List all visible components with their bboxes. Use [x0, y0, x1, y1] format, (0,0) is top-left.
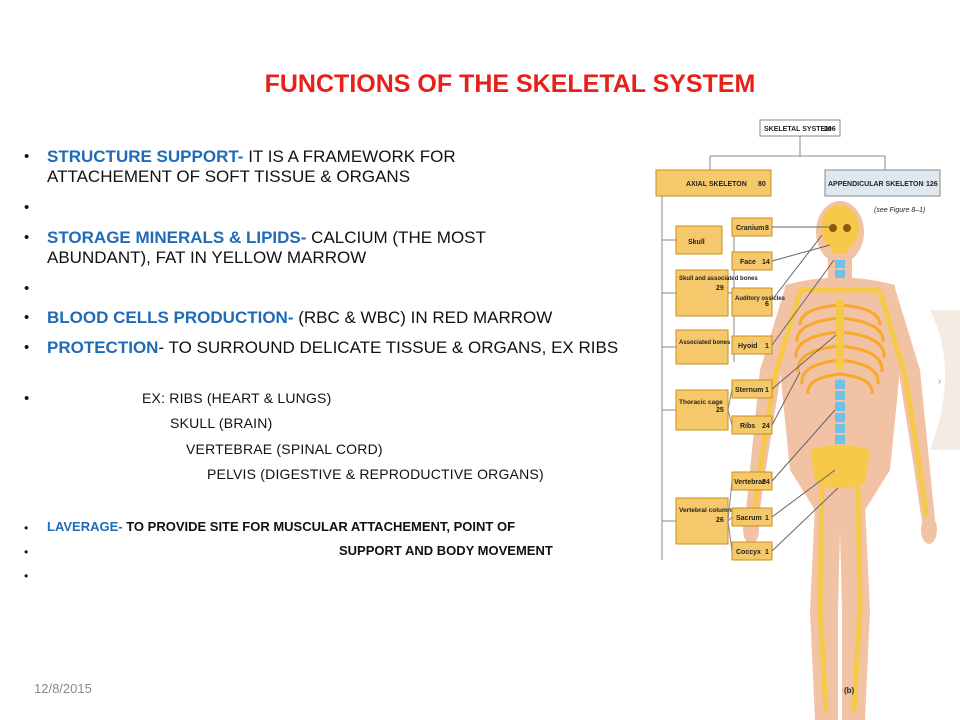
part-label: Sacrum — [736, 515, 762, 522]
group-label: Associated bones — [679, 340, 731, 346]
bullet-text: CALCIUM (THE MOST ABUNDANT), FAT IN YELL… — [47, 228, 486, 267]
see-figure-note: (see Figure 8–1) — [874, 207, 925, 214]
part-face: Face 14 — [731, 244, 831, 271]
part-label: Coccyx — [736, 549, 761, 556]
part-label: Ribs — [740, 423, 755, 430]
part-label: Face — [740, 259, 756, 266]
part-auditory-ossicles: Auditory ossicles 6 — [731, 234, 823, 317]
group-box — [675, 497, 729, 545]
example-skull: SKULL (BRAIN) — [170, 415, 273, 431]
part-count: 1 — [765, 549, 769, 556]
group-count: 25 — [716, 407, 724, 414]
part-cranium: Cranium 8 — [731, 217, 832, 237]
bullet-protection: PROTECTION- TO SURROUND DELICATE TISSUE … — [47, 338, 637, 358]
bullet-dot: • — [24, 148, 30, 165]
example-ribs: EX: RIBS (HEART & LUNGS) — [142, 390, 332, 406]
skeletal-system-diagram: › — [655, 119, 960, 720]
bullet-dot: • — [24, 545, 29, 559]
part-sternum: Sternum 1 — [731, 334, 837, 399]
bullet-label: STRUCTURE SUPPORT- — [47, 147, 244, 166]
bullet-structure-support: STRUCTURE SUPPORT- IT IS A FRAMEWORK FOR… — [47, 147, 547, 187]
axial-label: AXIAL SKELETON — [686, 181, 747, 188]
part-count: 1 — [765, 515, 769, 522]
part-coccyx: Coccyx 1 — [731, 487, 839, 561]
bullet-blood-cells: BLOOD CELLS PRODUCTION- (RBC & WBC) IN R… — [47, 308, 647, 328]
part-label: Sternum — [735, 387, 763, 394]
appendicular-label: APPENDICULAR SKELETON — [828, 181, 924, 188]
side-decoration — [930, 310, 960, 450]
bullet-label: STORAGE MINERALS & LIPIDS- — [47, 228, 307, 247]
part-count: 1 — [765, 343, 769, 350]
example-pelvis: PELVIS (DIGESTIVE & REPRODUCTIVE ORGANS) — [207, 466, 544, 482]
bullet-text: (RBC & WBC) IN RED MARROW — [293, 308, 553, 327]
group-label: Skull and associated bones — [679, 276, 758, 282]
bullet-dot-empty: • — [24, 199, 30, 216]
group-label: Vertebral column — [679, 507, 732, 514]
bullet-storage-minerals: STORAGE MINERALS & LIPIDS- CALCIUM (THE … — [47, 228, 587, 268]
bullet-text: IT IS A FRAMEWORK FOR ATTACHEMENT OF SOF… — [47, 147, 456, 186]
part-label: Hyoid — [738, 343, 757, 350]
part-label: Cranium — [736, 225, 764, 232]
part-count: 8 — [765, 225, 769, 232]
group-label: Skull — [688, 239, 705, 246]
part-count: 24 — [762, 479, 770, 486]
bullet-dot: • — [24, 229, 30, 246]
appendicular-count: 126 — [926, 181, 938, 188]
part-count: 1 — [765, 387, 769, 394]
bullet-label: LAVERAGE- — [47, 519, 123, 534]
side-arrow-icon: › — [938, 376, 941, 387]
bullet-leverage: LAVERAGE- TO PROVIDE SITE FOR MUSCULAR A… — [47, 519, 515, 534]
bullet-label: BLOOD CELLS PRODUCTION- — [47, 308, 294, 327]
part-count: 14 — [762, 259, 770, 266]
part-label: Vertebrae — [734, 479, 766, 486]
figure-label: (b) — [844, 686, 855, 695]
bullet-dot: • — [24, 390, 30, 407]
group-count: 29 — [716, 285, 724, 292]
root-label: SKELETAL SYSTEM — [764, 126, 831, 133]
bullet-dot: • — [24, 521, 29, 535]
part-label: Auditory ossicles — [735, 296, 786, 302]
part-count: 6 — [765, 301, 769, 308]
bullet-text: TO PROVIDE SITE FOR MUSCULAR ATTACHEMENT… — [122, 519, 516, 534]
appendicular-box — [824, 169, 941, 197]
bullet-dot: • — [24, 309, 30, 326]
part-hyoid: Hyoid 1 — [731, 259, 835, 355]
bullet-dot-empty: • — [24, 280, 30, 297]
bullet-leverage-cont: SUPPORT AND BODY MOVEMENT — [339, 543, 553, 558]
bullet-text: - TO SURROUND DELICATE TISSUE & ORGANS, … — [158, 338, 619, 357]
slide-title: FUNCTIONS OF THE SKELETAL SYSTEM — [264, 70, 756, 98]
root-count: 206 — [824, 126, 836, 133]
axial-count: 80 — [758, 181, 766, 188]
bullet-label: PROTECTION — [47, 338, 159, 357]
group-box — [675, 329, 729, 365]
bullet-dot-empty: • — [24, 569, 29, 583]
group-count: 26 — [716, 517, 724, 524]
axial-box — [655, 169, 772, 197]
part-vertebrae: Vertebrae 24 — [731, 409, 836, 491]
part-sacrum: Sacrum 1 — [731, 469, 836, 527]
part-ribs: Ribs 24 — [731, 371, 801, 435]
example-vertebrae: VERTEBRAE (SPINAL CORD) — [186, 441, 383, 457]
group-label: Thoracic cage — [679, 399, 723, 406]
bullet-dot: • — [24, 339, 30, 356]
part-count: 24 — [762, 423, 770, 430]
slide-date: 12/8/2015 — [34, 681, 92, 696]
